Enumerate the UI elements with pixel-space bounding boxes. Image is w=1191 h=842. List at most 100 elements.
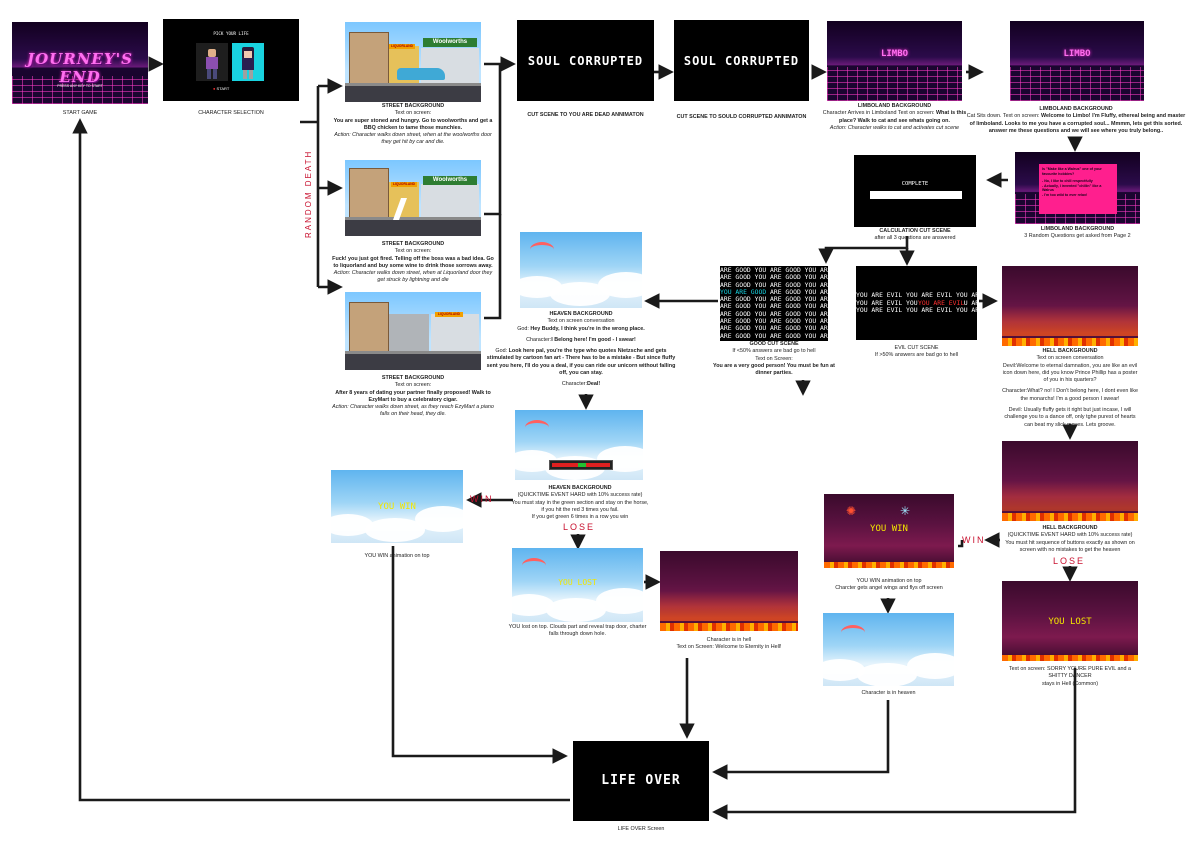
life-over-caption: LIFE OVER Screen [617,826,665,832]
arrow-street3-join [484,214,502,320]
arrow-calc-to-good [818,236,909,264]
evil-highlight: YOU ARE EVIL [918,299,965,307]
heaven-end-thumbnail [823,613,954,686]
arrow-youwin1-to-lifeover [391,546,568,764]
pick-your-life-title: PICK YOUR LIFE [213,31,249,36]
start-screen-thumbnail: JOURNEY'S END PRESS ANY KEY TO START [12,22,148,104]
you-win-2-caption: YOU WIN animation on top Charcter gets a… [835,578,943,592]
sparkle-icon: ✳ [900,504,911,518]
life-over-text: LIFE OVER [601,773,681,788]
calculation-caption: CALCULATION CUT SCENE after all 3 questi… [874,228,956,242]
win-label-hell: WIN [962,535,986,545]
street-3-caption: STREET BACKGROUND Text on screen: After … [332,375,494,418]
firework-icon: ✺ [846,504,857,518]
progress-fill [871,192,961,198]
limbo-sign: LIMBO [880,49,909,59]
heaven-2-caption: HEAVEN BACKGROUND (QUICKTIME EVENT HARD … [511,485,649,521]
charsel-caption: CHARACTER SELECTION [198,110,264,116]
arrow-heavenend-to-lifeover [712,700,890,780]
character-option-2[interactable] [232,43,264,81]
rainbow-icon [525,420,549,435]
soul-corrupted-text: SOUL CORRUPTED [683,54,800,68]
hell-1-thumbnail [1002,266,1138,346]
limbo-3-caption: LIMBOLAND BACKGROUND 3 Random Questions … [1024,226,1131,240]
street-3-thumbnail: LIQUORLAND [345,292,481,370]
you-win-1-thumbnail: YOU WIN [331,470,463,543]
game-logo: JOURNEY'S END [27,50,133,86]
quiz-option-2[interactable]: - Actually, I invented "chillin" like a … [1042,183,1102,193]
limbo-sign: LIMBO [1063,49,1091,59]
rainbow-icon [522,558,546,573]
street-2-thumbnail: Woolworths LIQUORLAND [345,160,481,236]
complete-label: COMPLETE [901,181,929,187]
limbo-2-thumbnail: LIMBO [1010,21,1144,101]
you-lost-overlay: YOU LOST [558,578,597,587]
you-lost-1-caption: YOU lost on top. Clouds part and reveal … [508,624,647,638]
rainbow-icon [841,625,865,640]
lose-label-heaven: LOSE [563,522,596,532]
limbo-1-thumbnail: LIMBO [827,21,962,101]
calculation-thumbnail: COMPLETE [854,155,976,227]
hell-1-caption: HELL BACKGROUND Text on screen conversat… [1002,348,1138,428]
liquorland-sign: LIQUORLAND [391,182,417,187]
street-2-caption: STREET BACKGROUND Text on screen: Fuck! … [332,241,494,284]
character-selection-thumbnail: PICK YOUR LIFE ● START [163,19,299,101]
quiz-dialog: Is "Make like a Walrus" one of your favo… [1039,164,1117,214]
arrow-lifeover-to-start [72,118,570,802]
car-sprite [397,68,445,80]
street-1-thumbnail: Woolworths LIQUORLAND [345,22,481,102]
press-any-key-text: PRESS ANY KEY TO START [57,84,103,88]
you-lost-2-caption: Text on screen: SORRY YOURE PURE EVIL an… [1008,666,1132,687]
soul-1-caption: CUT SCENE TO YOU ARE DEAD ANNIMATON [527,112,644,118]
you-win-overlay: YOU WIN [378,502,416,512]
win-label-heaven: WIN [470,494,494,504]
you-lost-overlay: YOU LOST [1048,617,1092,627]
soul-corrupted-1-thumbnail: SOUL CORRUPTED [517,20,654,101]
arrow-win2-stub [958,540,964,548]
liquorland-sign: LIQUORLAND [389,44,415,49]
good-caption: GOOD CUT SCENE If <50% answers are bad g… [713,341,835,377]
you-win-overlay: YOU WIN [870,524,908,534]
rainbow-icon [530,242,554,257]
good-text-grid: ARE GOOD YOU ARE GOOD YOU ARE GOOD YOU A… [720,266,828,340]
soul-2-caption: CUT SCENE TO SOULD CORRUPTED ANNIMATON [676,114,807,120]
quiz-question: Is "Make like a Walrus" one of your favo… [1042,167,1102,176]
evil-text-grid: YOU ARE EVIL YOU ARE EVIL YOU ARE E YOU … [856,291,977,314]
hell-fall-thumbnail [660,551,798,631]
quiz-option-3[interactable]: - I'm too wild to ever relax! [1042,193,1088,198]
soul-corrupted-2-thumbnail: SOUL CORRUPTED [674,20,809,101]
limbo-2-caption: LIMBOLAND BACKGROUND Cat Sits down. Text… [966,106,1186,134]
good-cutscene-thumbnail: ARE GOOD YOU ARE GOOD YOU ARE GOOD YOU A… [720,266,828,341]
heaven-end-caption: Character is in heaven [861,690,916,696]
hell-fall-caption: Character is in hell Text on Screen: Wel… [676,637,782,651]
street-1-caption: STREET BACKGROUND Text on screen: You ar… [333,103,493,146]
limbo-1-caption: LIMBOLAND BACKGROUND Character Arrives i… [822,103,967,131]
hell-2-thumbnail [1002,441,1138,521]
you-lost-1-thumbnail: YOU LOST [512,548,643,622]
you-lost-2-thumbnail: YOU LOST [1002,581,1138,661]
evil-cutscene-thumbnail: YOU ARE EVIL YOU ARE EVIL YOU ARE E YOU … [856,266,977,340]
evil-caption: EVIL CUT SCENE If >50% answers are bad g… [874,345,959,359]
woolworths-sign: Woolworths [423,176,477,185]
soul-corrupted-text: SOUL CORRUPTED [527,54,644,68]
start-caption: START GAME [62,110,98,116]
start-option[interactable]: ● START [213,86,229,91]
selection-indicator-icon: ● [213,86,216,91]
you-win-1-caption: YOU WIN animation on top [364,553,430,559]
heaven-1-thumbnail [520,232,642,308]
life-over-thumbnail: LIFE OVER [573,741,709,821]
you-win-2-thumbnail: YOU WIN ✳ ✺ [824,494,954,568]
quicktime-meter[interactable] [549,460,613,470]
arrow-youlost2-to-lifeover [712,668,1077,820]
character-option-1[interactable] [196,43,228,81]
hell-2-caption: HELL BACKGROUND (QUICKTIME EVENT HARD wi… [1005,525,1135,553]
quiz-option-1[interactable]: - No, I like to chill respectfully [1042,178,1093,183]
liquorland-sign: LIQUORLAND [435,312,463,317]
progress-bar [870,191,962,199]
start-option-label: START [216,86,230,91]
lose-label-hell: LOSE [1053,556,1086,566]
woolworths-sign: Woolworths [423,38,477,47]
limbo-3-thumbnail: Is "Make like a Walrus" one of your favo… [1015,152,1140,224]
random-death-label: RANDOM DEATH [304,149,313,238]
